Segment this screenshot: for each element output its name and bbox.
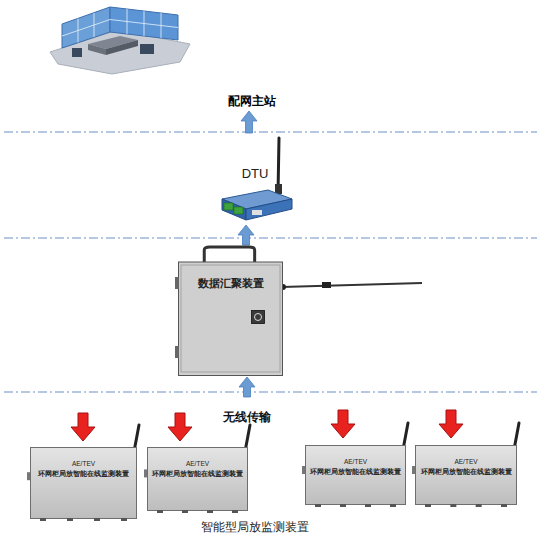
node-content: DTU — [215, 165, 295, 183]
node-title: AE/TEV — [72, 460, 95, 469]
node-title: DTU — [242, 165, 269, 183]
node-content: AE/TEV环网柜局放智能在线监测装置 — [147, 460, 248, 478]
node-body: 环网柜局放智能在线监测装置 — [38, 469, 129, 478]
caption: 智能型局放监测装置 — [201, 519, 309, 536]
monitor-device: AE/TEV环网柜局放智能在线监测装置 — [147, 447, 248, 511]
flow-arrow — [238, 225, 254, 245]
node-title: 数据汇聚装置 — [198, 276, 264, 291]
dev-shape — [415, 445, 517, 505]
monitor-device: AE/TEV环网柜局放智能在线监测装置 — [305, 445, 406, 505]
aggregation-unit: 数据汇聚装置 — [178, 245, 283, 376]
dev-shape — [147, 447, 248, 511]
flow-arrow — [241, 111, 257, 133]
node-title: 配网主站 — [228, 93, 276, 109]
node-title: AE/TEV — [344, 458, 367, 467]
dtu-unit: DTU — [215, 133, 295, 225]
node-title: AE/TEV — [454, 458, 477, 467]
separator-line — [4, 132, 537, 392]
node-content: AE/TEV环网柜局放智能在线监测装置 — [305, 458, 406, 476]
node-body: 环网柜局放智能在线监测装置 — [421, 467, 512, 476]
hub-antenna — [280, 282, 422, 290]
wireless-arrow — [239, 377, 255, 397]
node-content: 数据汇聚装置 — [178, 276, 283, 291]
master-station-label: 配网主站 — [222, 92, 282, 111]
node-content: AE/TEV环网柜局放智能在线监测装置 — [30, 460, 137, 478]
node-content: 配网主站 — [222, 93, 282, 109]
transfer-label: 无线传输 — [223, 409, 271, 426]
node-body: 环网柜局放智能在线监测装置 — [152, 469, 243, 478]
hub-shape — [178, 245, 283, 376]
dtu-device — [222, 138, 292, 220]
monitor-device: AE/TEV环网柜局放智能在线监测装置 — [415, 445, 517, 505]
dev-shape — [30, 447, 137, 519]
node-content: AE/TEV环网柜局放智能在线监测装置 — [415, 458, 517, 476]
monitor-device: AE/TEV环网柜局放智能在线监测装置 — [30, 447, 137, 519]
dev-shape — [305, 445, 406, 505]
control-center-picture — [50, 7, 190, 74]
node-body: 环网柜局放智能在线监测装置 — [310, 467, 401, 476]
node-title: AE/TEV — [186, 460, 209, 469]
